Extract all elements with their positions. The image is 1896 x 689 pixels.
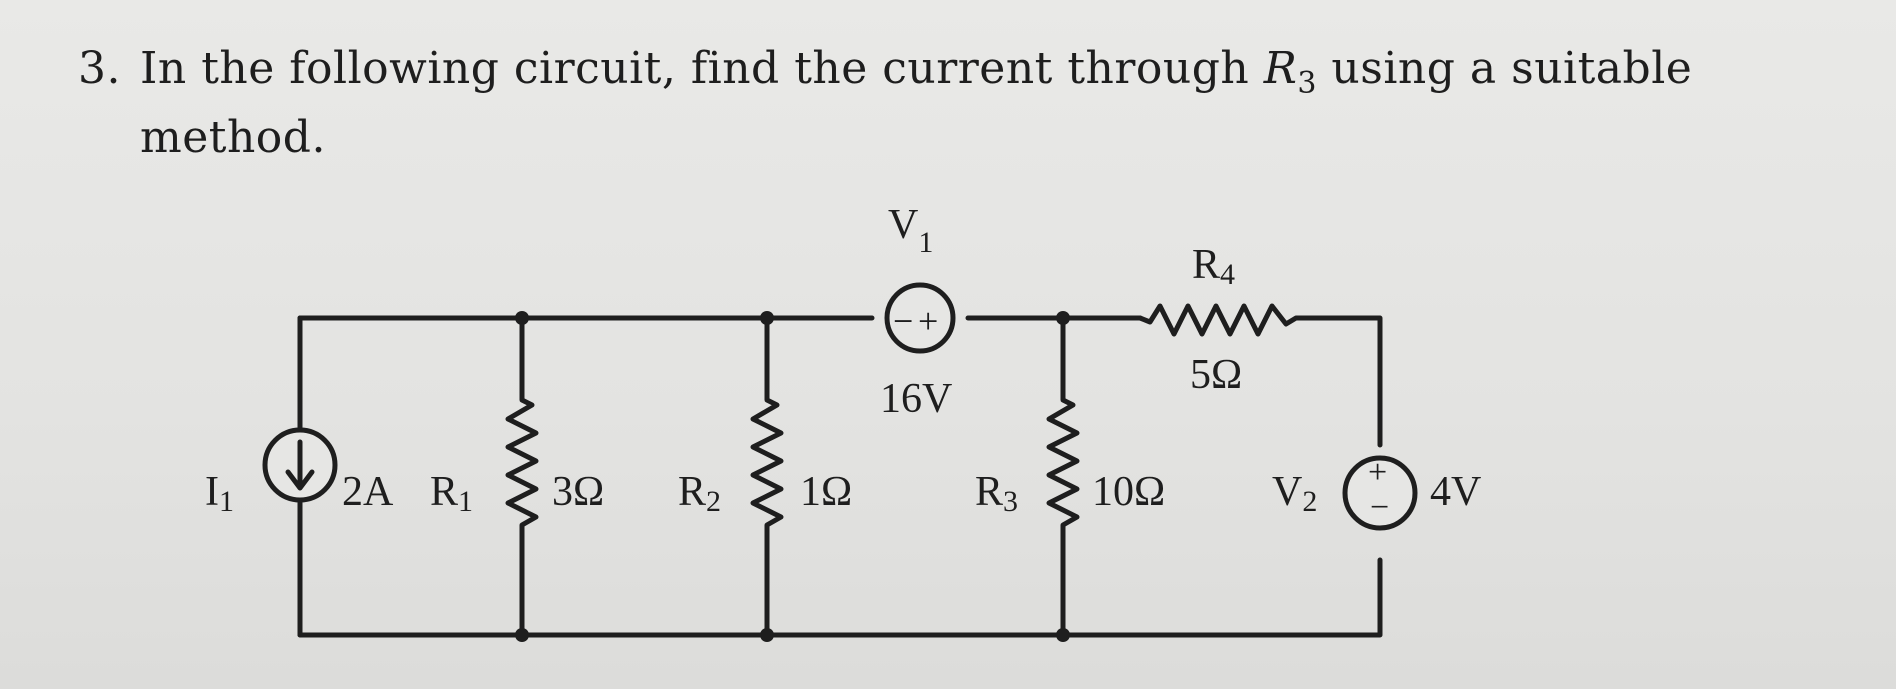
v2-minus-sign: − [1370, 489, 1389, 526]
v2-value: 4V [1430, 469, 1481, 515]
r3-value: 10Ω [1092, 469, 1165, 515]
v1-value: 16V [880, 376, 952, 422]
down-arrow-icon [285, 439, 315, 491]
r2-value: 1Ω [800, 469, 852, 515]
labels: I1 2A R1 3Ω R2 1Ω R3 10Ω V2 4V V1 16V R4… [205, 202, 1481, 518]
junction-dot [760, 628, 774, 642]
r2-zigzag [750, 315, 784, 638]
v2-label: V2 [1272, 469, 1317, 518]
junction-dot [515, 628, 529, 642]
i1-value: 2A [342, 469, 394, 515]
i1-current-source [262, 427, 338, 503]
question-number: 3. [78, 43, 121, 94]
r2-label: R2 [678, 469, 721, 518]
question-text-end: using a suitable [1316, 43, 1693, 94]
question-text-start: In the following circuit, find the curre… [140, 43, 1264, 94]
junction-dots [515, 311, 1070, 642]
v1-plus-sign: + [918, 301, 938, 341]
question-variable-letter: R [1263, 43, 1298, 94]
r1-label: R1 [430, 469, 473, 518]
bottom-wire [297, 557, 1383, 638]
junction-dot [1056, 628, 1070, 642]
r4-zigzag [1137, 303, 1383, 448]
r1-zigzag [505, 315, 539, 638]
r3-label: R3 [975, 469, 1018, 518]
v1-voltage-source: − + [884, 282, 956, 354]
junction-dot [760, 311, 774, 325]
r3-zigzag [1046, 315, 1080, 638]
v2-plus-sign: + [1368, 454, 1387, 491]
i1-label: I1 [205, 469, 234, 518]
v2-voltage-source: + − [1342, 454, 1418, 531]
question-line-1: 3. In the following circuit, find the cur… [78, 42, 1838, 111]
r4-label: R4 [1192, 242, 1235, 291]
question-text: 3. In the following circuit, find the cur… [78, 42, 1838, 165]
r4-value: 5Ω [1190, 352, 1242, 398]
v1-label: V1 [888, 202, 933, 259]
r1-value: 3Ω [552, 469, 604, 515]
v1-minus-sign: − [893, 301, 913, 341]
junction-dot [515, 311, 529, 325]
question-line-2: method. [78, 111, 1838, 165]
junction-dot [1056, 311, 1070, 325]
question-text-method: method. [140, 111, 326, 163]
question-variable-subscript: 3 [1297, 65, 1317, 101]
question-variable: R3 [1263, 43, 1317, 101]
